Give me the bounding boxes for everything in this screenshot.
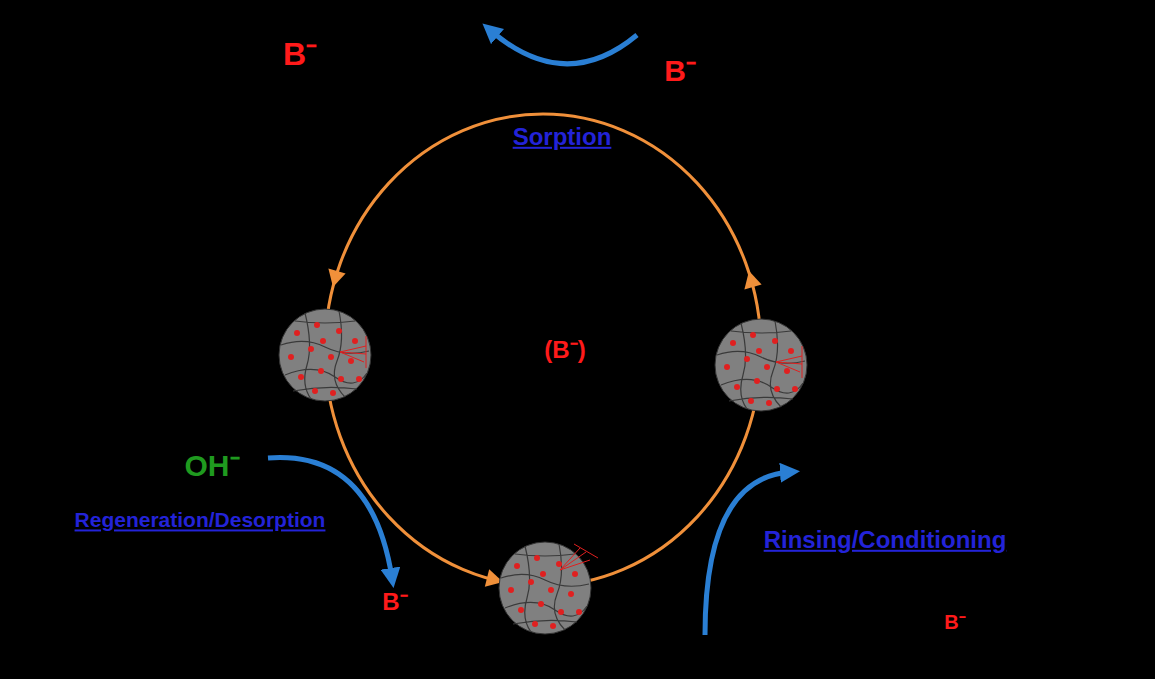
step-label: Regeneration/Desorption <box>75 508 326 531</box>
step-label: Sorption <box>513 124 612 150</box>
ion-label: B⁻ <box>283 37 317 72</box>
ion-label: B⁻ <box>382 589 407 615</box>
step-label: Rinsing/Conditioning <box>764 527 1007 553</box>
ion-label: OH⁻ <box>185 449 240 482</box>
ion-label: B⁻ <box>664 54 696 87</box>
ion-label: B⁻ <box>944 611 965 633</box>
ion-label: (B⁻) <box>544 337 585 363</box>
